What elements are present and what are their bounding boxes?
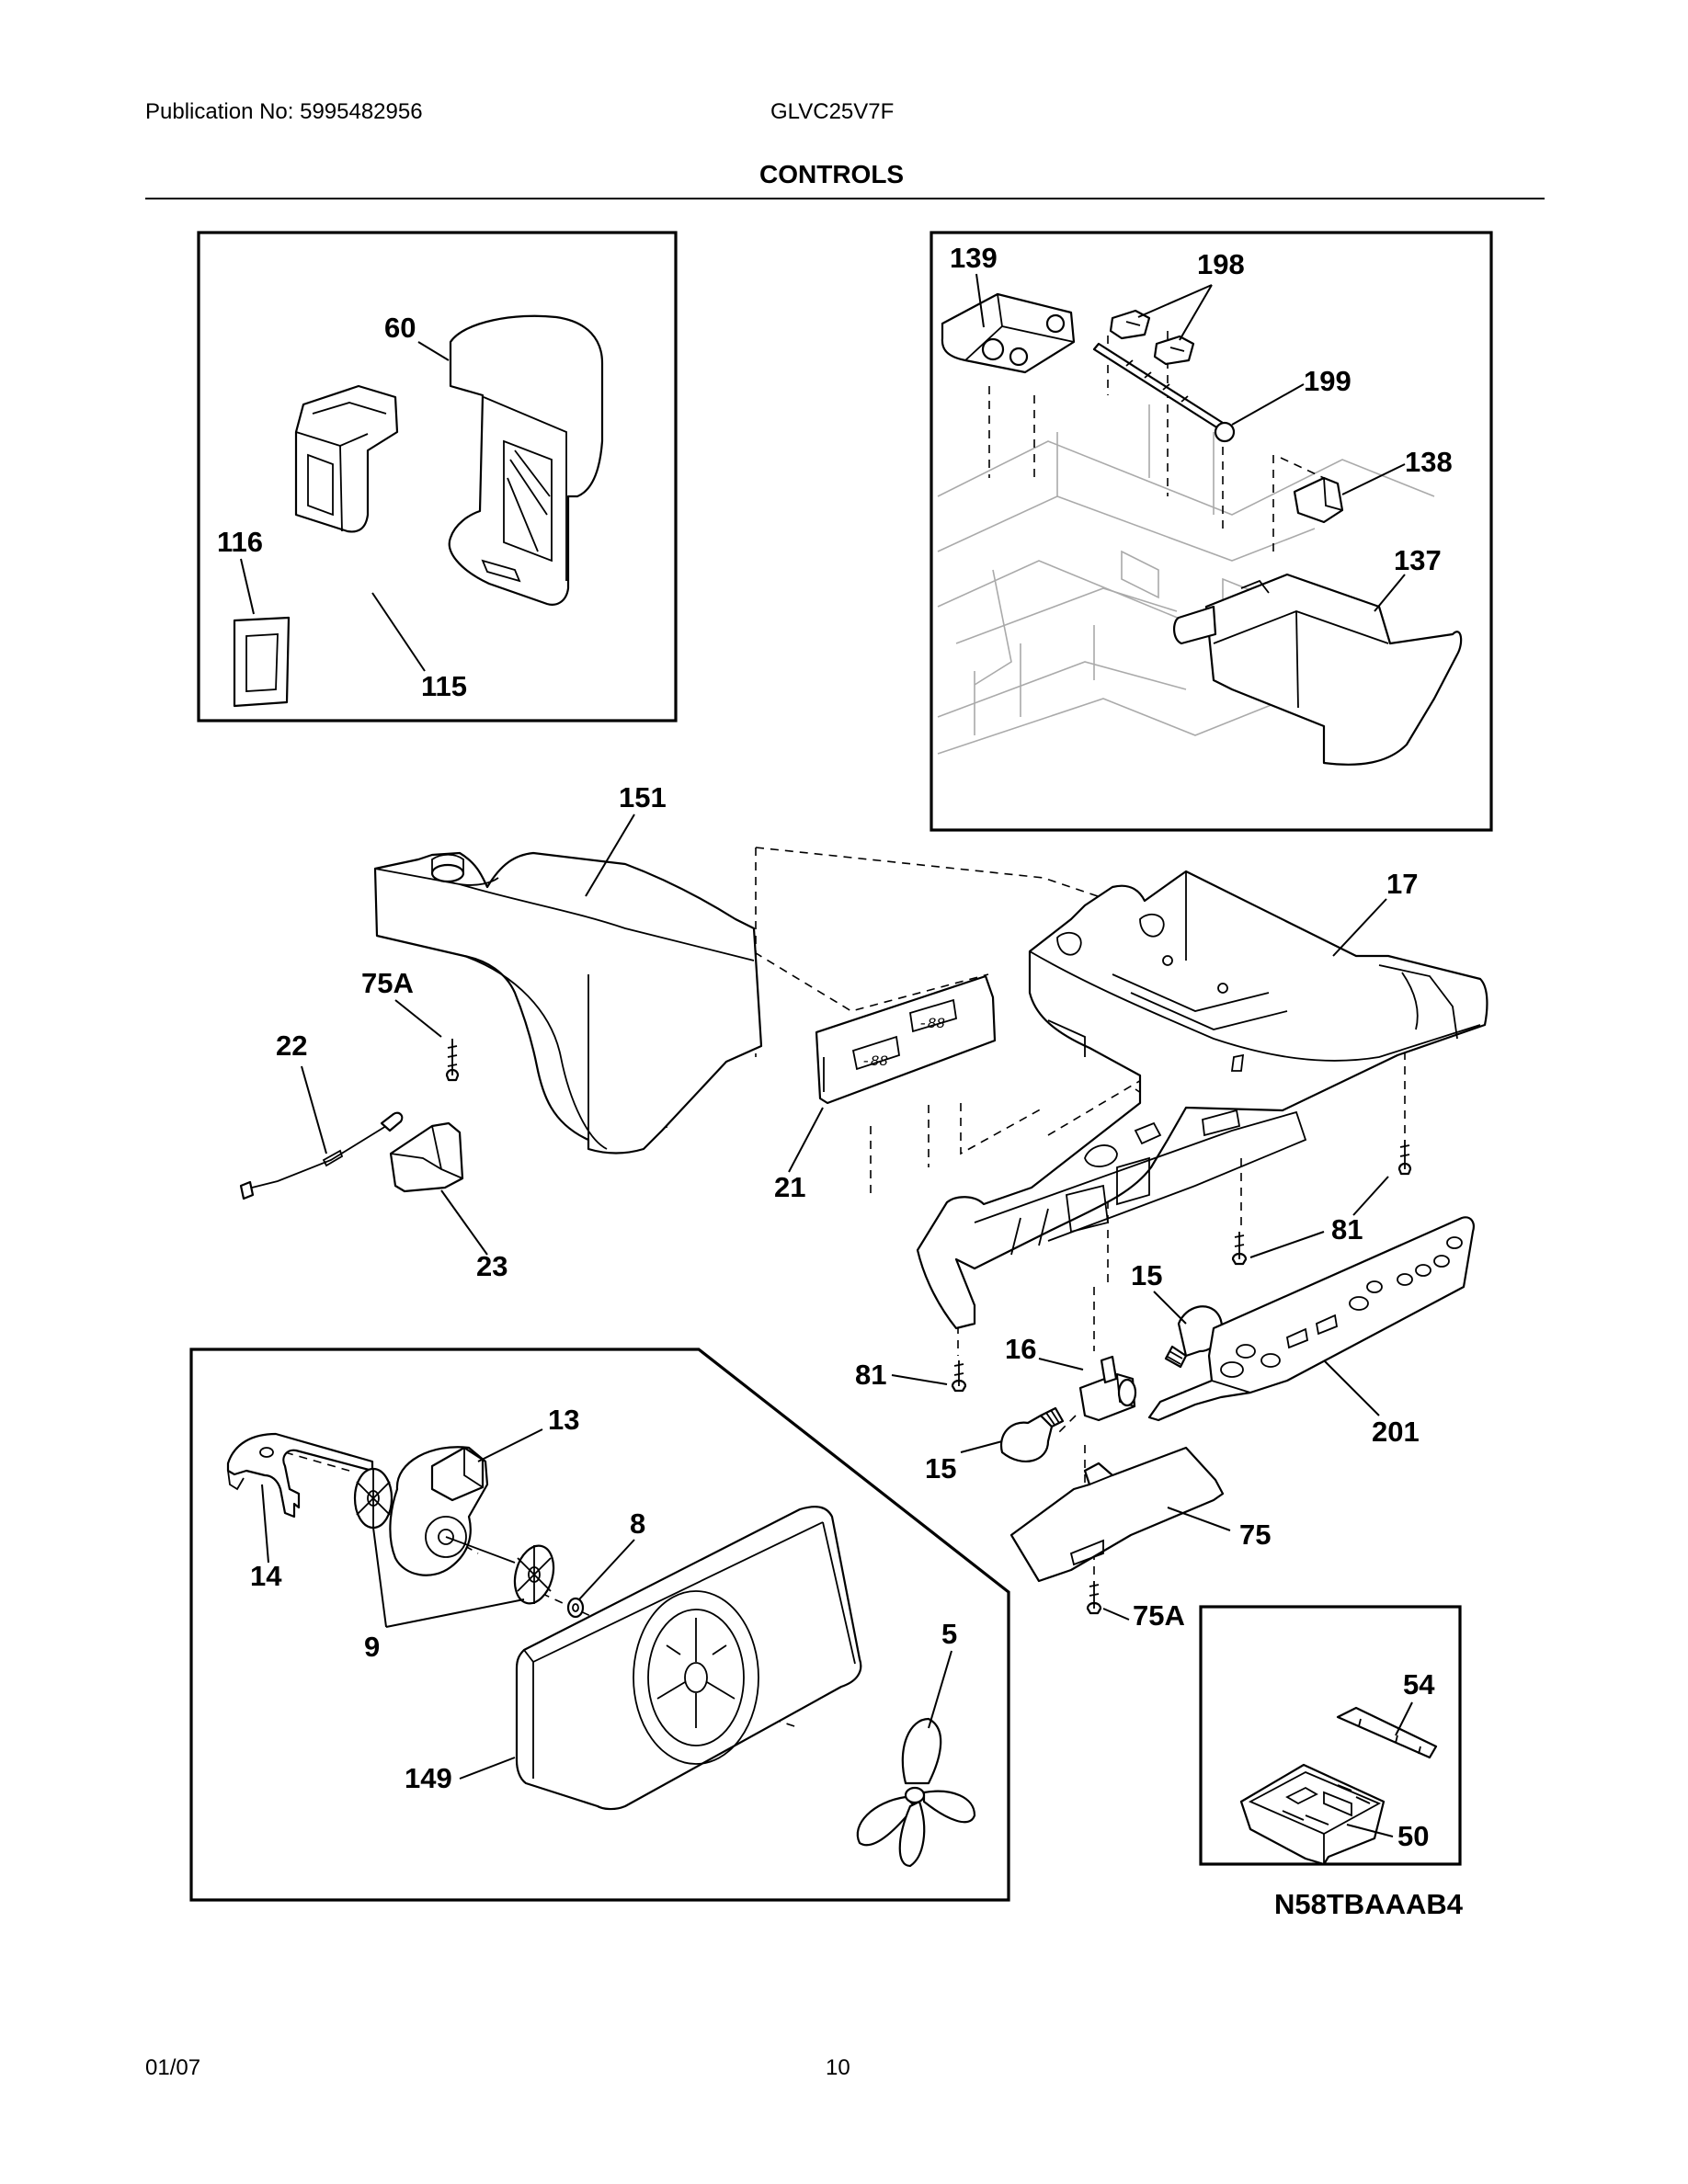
control-panel-201 [1147,1216,1475,1422]
part-label-116: 116 [217,526,263,558]
part-label-16: 16 [1005,1333,1036,1365]
section-title: CONTROLS [759,160,905,188]
part-label-201: 201 [1372,1416,1420,1448]
fan-shroud-149 [515,1506,862,1811]
display-digits-right: -88 [918,1016,945,1032]
trim-75 [1009,1446,1225,1583]
inset-box-dispenser-controls [930,231,1493,832]
bulb-15-lower [999,1406,1065,1462]
clip-198-a [1109,309,1151,340]
part-label-115: 115 [421,670,467,702]
footer-date: 01/07 [145,2055,201,2080]
part-label-15-lower: 15 [925,1452,956,1484]
screw-81-right [1397,1140,1412,1176]
header-rule [145,198,1545,199]
publication-number: Publication No: 5995482956 [145,99,423,124]
inset-box-damper [197,231,678,722]
part-label-81-left: 81 [855,1359,886,1391]
part-label-54: 54 [1403,1668,1435,1701]
part-label-139: 139 [950,242,998,274]
part-label-9: 9 [364,1631,380,1663]
sensor-22 [239,1111,404,1200]
bracket-138 [1293,476,1344,524]
page-number: 10 [826,2055,850,2080]
screw-81-center [1231,1232,1248,1266]
part-label-21: 21 [774,1171,805,1203]
part-label-22: 22 [276,1029,307,1062]
screw-75A-top [445,1039,460,1082]
dispenser-cover-151 [373,851,763,1155]
inset-box-fan [189,1348,1010,1902]
fan-blade-9-left [353,1467,393,1530]
part-label-17: 17 [1386,868,1418,900]
part-label-75: 75 [1239,1519,1271,1551]
part-label-50: 50 [1397,1820,1429,1852]
part-label-149: 149 [405,1762,452,1794]
fan-motor-13 [389,1446,516,1576]
control-box-50 [1239,1763,1386,1866]
part-label-14: 14 [250,1560,282,1592]
part-label-23: 23 [476,1250,508,1282]
dispenser-housing-17 [916,870,1488,1330]
washer-8 [566,1597,585,1619]
switch-139 [941,292,1076,374]
part-label-199: 199 [1304,365,1352,397]
part-label-75A-bottom: 75A [1133,1599,1185,1632]
bracket-14 [226,1432,374,1519]
cover-23 [389,1121,464,1193]
part-label-60: 60 [384,312,416,344]
inset-box-control-board [1199,1605,1462,1866]
part-label-151: 151 [619,781,667,813]
damper-control-115 [294,384,399,533]
part-label-198: 198 [1197,248,1245,280]
part-label-13: 13 [548,1404,579,1436]
model-number: GLVC25V7F [770,99,895,124]
fan-blade-9-right [513,1544,555,1605]
part-label-8: 8 [630,1507,645,1540]
screw-75A-bottom [1086,1581,1102,1615]
damper-housing-60 [448,314,604,606]
paddle-137 [1173,573,1463,766]
part-label-137: 137 [1394,544,1442,576]
shield-54 [1336,1706,1438,1759]
display-digits-left: -88 [861,1053,888,1070]
part-label-15-upper: 15 [1131,1259,1162,1291]
clip-198-b [1153,335,1195,366]
drawing-code: N58TBAAAB4 [1274,1888,1464,1920]
part-label-5: 5 [941,1618,957,1650]
part-label-138: 138 [1405,446,1453,478]
display-board-21: -88 -88 [815,974,997,1105]
gasket-116 [233,616,291,708]
actuator-rod-199 [1092,342,1236,443]
screw-81-left [951,1360,967,1393]
socket-16 [1078,1355,1137,1422]
part-label-75A-top: 75A [361,967,414,999]
part-label-81-right: 81 [1331,1213,1363,1246]
fan-blade-5 [856,1717,976,1868]
